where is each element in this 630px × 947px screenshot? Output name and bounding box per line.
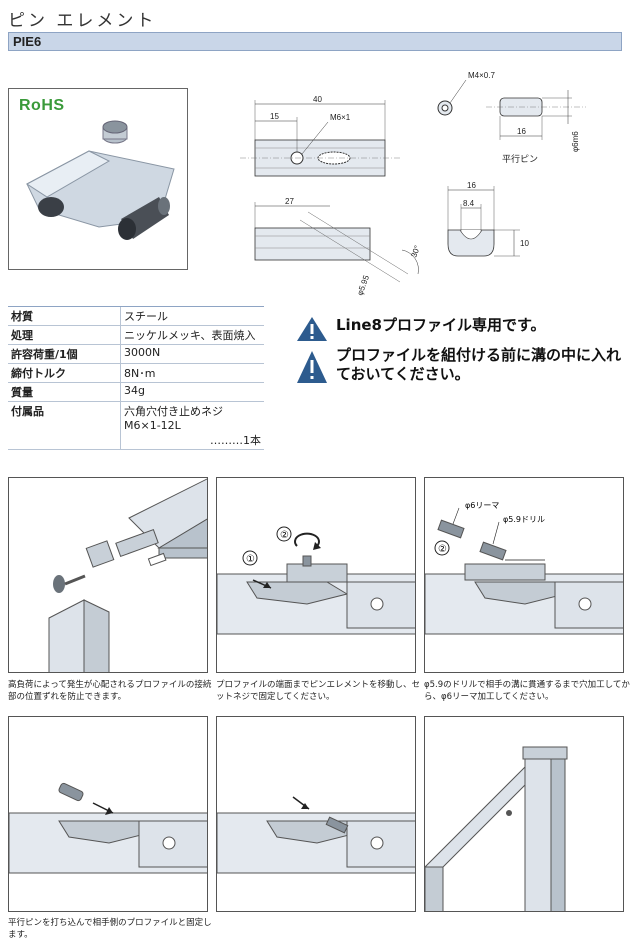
spec-row: 材質 スチール	[8, 306, 264, 326]
step-num-2: ②	[280, 530, 289, 541]
warning-text: Line8プロファイル専用です。	[336, 316, 546, 334]
dim-84: 8.4	[463, 199, 475, 208]
technical-drawing: 40 15 M6×1 27 φ5.95 30° M4×0.7 16 φ6m6 平…	[240, 71, 586, 297]
caption-2: プロファイルの端面までピンエレメントを移動し、セットネジで固定してください。	[216, 680, 421, 702]
warning-1: Line8プロファイル専用です。	[296, 316, 626, 341]
dim-phi595: φ5.95	[355, 274, 371, 297]
spec-key: 材質	[8, 306, 121, 326]
spec-value: 六角穴付き止めネジ M6×1-12L ………1本	[120, 401, 264, 450]
page-title: ピン エレメント	[8, 11, 157, 31]
accessory-qty: ………1本	[210, 434, 261, 447]
model-bar: PIE6	[8, 32, 622, 51]
spec-value: 8N･m	[120, 363, 264, 383]
spec-key: 締付トルク	[8, 363, 121, 383]
spec-value: 34g	[120, 382, 264, 402]
spec-row: 付属品 六角穴付き止めネジ M6×1-12L ………1本	[8, 401, 264, 450]
dim-16b: 16	[467, 181, 476, 190]
dim-phi6m6: φ6m6	[571, 131, 580, 152]
dim-10: 10	[520, 239, 529, 248]
drill-label: φ5.9ドリル	[503, 515, 545, 524]
caption-1: 高負荷によって発生が心配されるプロファイルの接続部の位置ずれを防止できます。	[8, 680, 212, 702]
spec-row: 質量 34g	[8, 382, 264, 402]
spec-row: 処理 ニッケルメッキ、表面焼入	[8, 325, 264, 345]
spec-key: 付属品	[8, 401, 121, 450]
step-panel-1	[8, 477, 208, 673]
step-panel-3: ② φ6リーマ φ5.9ドリル	[424, 477, 624, 673]
reamer-label: φ6リーマ	[465, 501, 499, 510]
dim-30: 30°	[409, 244, 422, 258]
dim-15: 15	[270, 112, 279, 121]
accessory-text: 六角穴付き止めネジ M6×1-12L	[124, 405, 223, 432]
rohs-logo: RoHS	[19, 97, 65, 114]
step-num-2: ②	[438, 544, 447, 555]
spec-key: 質量	[8, 382, 121, 402]
dim-16a: 16	[517, 127, 526, 136]
step-panel-4	[8, 716, 208, 912]
spec-value: 3000N	[120, 344, 264, 364]
side-view-body	[254, 227, 371, 261]
step-panel-2: ① ②	[216, 477, 416, 673]
model-code: PIE6	[13, 34, 42, 49]
spec-key: 許容荷重/1個	[8, 344, 121, 364]
caption-4: 平行ピンを打ち込んで相手側のプロファイルと固定します。	[8, 918, 212, 940]
spec-table: 材質 スチール 処理 ニッケルメッキ、表面焼入 許容荷重/1個 3000N 締付…	[8, 306, 264, 450]
dim-m6: M6×1	[330, 113, 351, 122]
spec-value: ニッケルメッキ、表面焼入	[120, 325, 264, 345]
warning-2: プロファイルを組付ける前に溝の中に入れておいてください。	[296, 346, 630, 388]
spec-value: スチール	[120, 306, 264, 326]
spec-row: 締付トルク 8N･m	[8, 363, 264, 383]
end-view-body	[447, 229, 495, 257]
step-panel-5	[216, 716, 416, 912]
pin-label: 平行ピン	[502, 153, 538, 164]
step-num-1: ①	[246, 554, 255, 565]
warning-text: プロファイルを組付ける前に溝の中に入れておいてください。	[336, 346, 622, 383]
warning-icon	[297, 351, 327, 383]
step-panel-6	[424, 716, 624, 912]
dim-40: 40	[313, 95, 322, 104]
caption-3: φ5.9のドリルで相手の溝に貫通するまで穴加工してから、φ6リーマ加工してくださ…	[424, 680, 630, 702]
dim-m4: M4×0.7	[468, 71, 495, 80]
product-photo: RoHS	[8, 88, 188, 270]
spec-key: 処理	[8, 325, 121, 345]
pin-element-illustration	[26, 120, 175, 240]
warning-icon	[297, 317, 327, 341]
spec-row: 許容荷重/1個 3000N	[8, 344, 264, 364]
dim-27: 27	[285, 197, 294, 206]
